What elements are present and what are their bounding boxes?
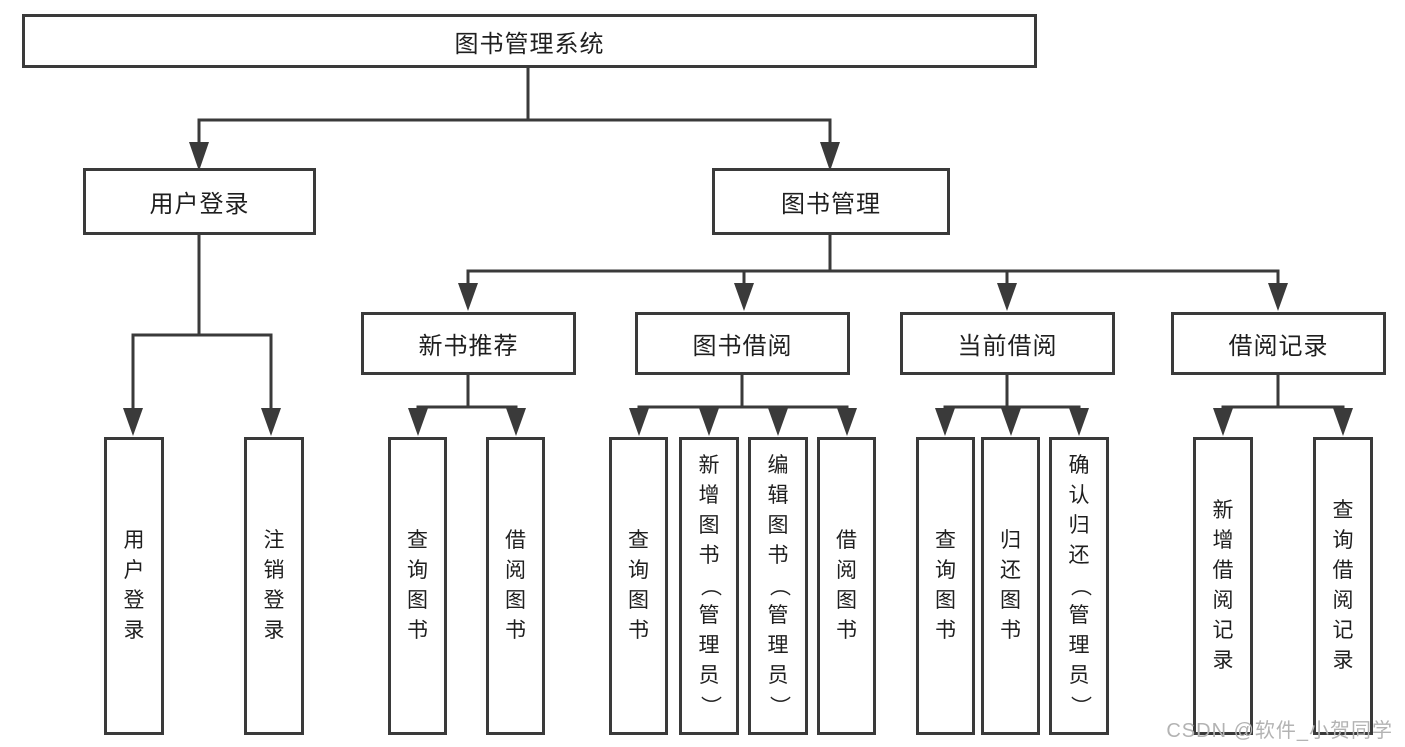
leaf-borrow-books-recommend: 借阅图书 — [486, 437, 545, 735]
node-label: 图书借阅 — [692, 333, 793, 360]
leaf-label: 查询图书 — [628, 529, 649, 642]
leaf-query-books-current: 查询图书 — [916, 437, 975, 735]
leaf-label: 用户登录 — [123, 529, 145, 642]
leaf-query-borrow-record: 查询借阅记录 — [1313, 437, 1373, 735]
node-label: 图书管理 — [781, 191, 881, 218]
node-label: 图书管理系统 — [454, 30, 605, 58]
leaf-borrow-books: 借阅图书 — [817, 437, 876, 735]
node-label: 当前借阅 — [957, 333, 1058, 360]
leaf-label: 借阅图书 — [836, 529, 857, 642]
leaf-add-books-admin: 新增图书（管理员） — [679, 437, 739, 735]
leaf-label: 注销登录 — [263, 529, 285, 642]
node-label: 借阅记录 — [1228, 333, 1329, 360]
node-label: 用户登录 — [149, 191, 250, 218]
leaf-label: 借阅图书 — [505, 529, 526, 642]
leaf-edit-books-admin: 编辑图书（管理员） — [748, 437, 808, 735]
leaf-label: 新增借阅记录 — [1212, 499, 1234, 672]
leaf-logout: 注销登录 — [244, 437, 304, 735]
node-new-book-recommend: 新书推荐 — [361, 312, 576, 375]
node-borrow-records: 借阅记录 — [1171, 312, 1386, 375]
leaf-label: 确认归还（管理员） — [1068, 454, 1091, 717]
leaf-return-books: 归还图书 — [981, 437, 1040, 735]
node-book-management: 图书管理 — [712, 168, 950, 235]
leaf-label: 编辑图书（管理员） — [767, 454, 790, 717]
leaf-add-borrow-record: 新增借阅记录 — [1193, 437, 1253, 735]
leaf-label: 查询借阅记录 — [1332, 499, 1354, 672]
leaf-label: 查询图书 — [407, 529, 428, 642]
node-user-login: 用户登录 — [83, 168, 316, 235]
node-current-borrow: 当前借阅 — [900, 312, 1115, 375]
leaf-label: 查询图书 — [935, 529, 956, 642]
watermark: CSDN @软件_小贺同学 — [1166, 720, 1393, 742]
leaf-confirm-return-admin: 确认归还（管理员） — [1049, 437, 1109, 735]
node-library-management-system: 图书管理系统 — [22, 14, 1037, 68]
leaf-user-login: 用户登录 — [104, 437, 164, 735]
node-book-borrow: 图书借阅 — [635, 312, 850, 375]
node-label: 新书推荐 — [418, 333, 519, 360]
leaf-query-books-borrow: 查询图书 — [609, 437, 668, 735]
leaf-label: 归还图书 — [1000, 529, 1021, 642]
leaf-label: 新增图书（管理员） — [698, 454, 721, 717]
leaf-query-books-recommend: 查询图书 — [388, 437, 447, 735]
